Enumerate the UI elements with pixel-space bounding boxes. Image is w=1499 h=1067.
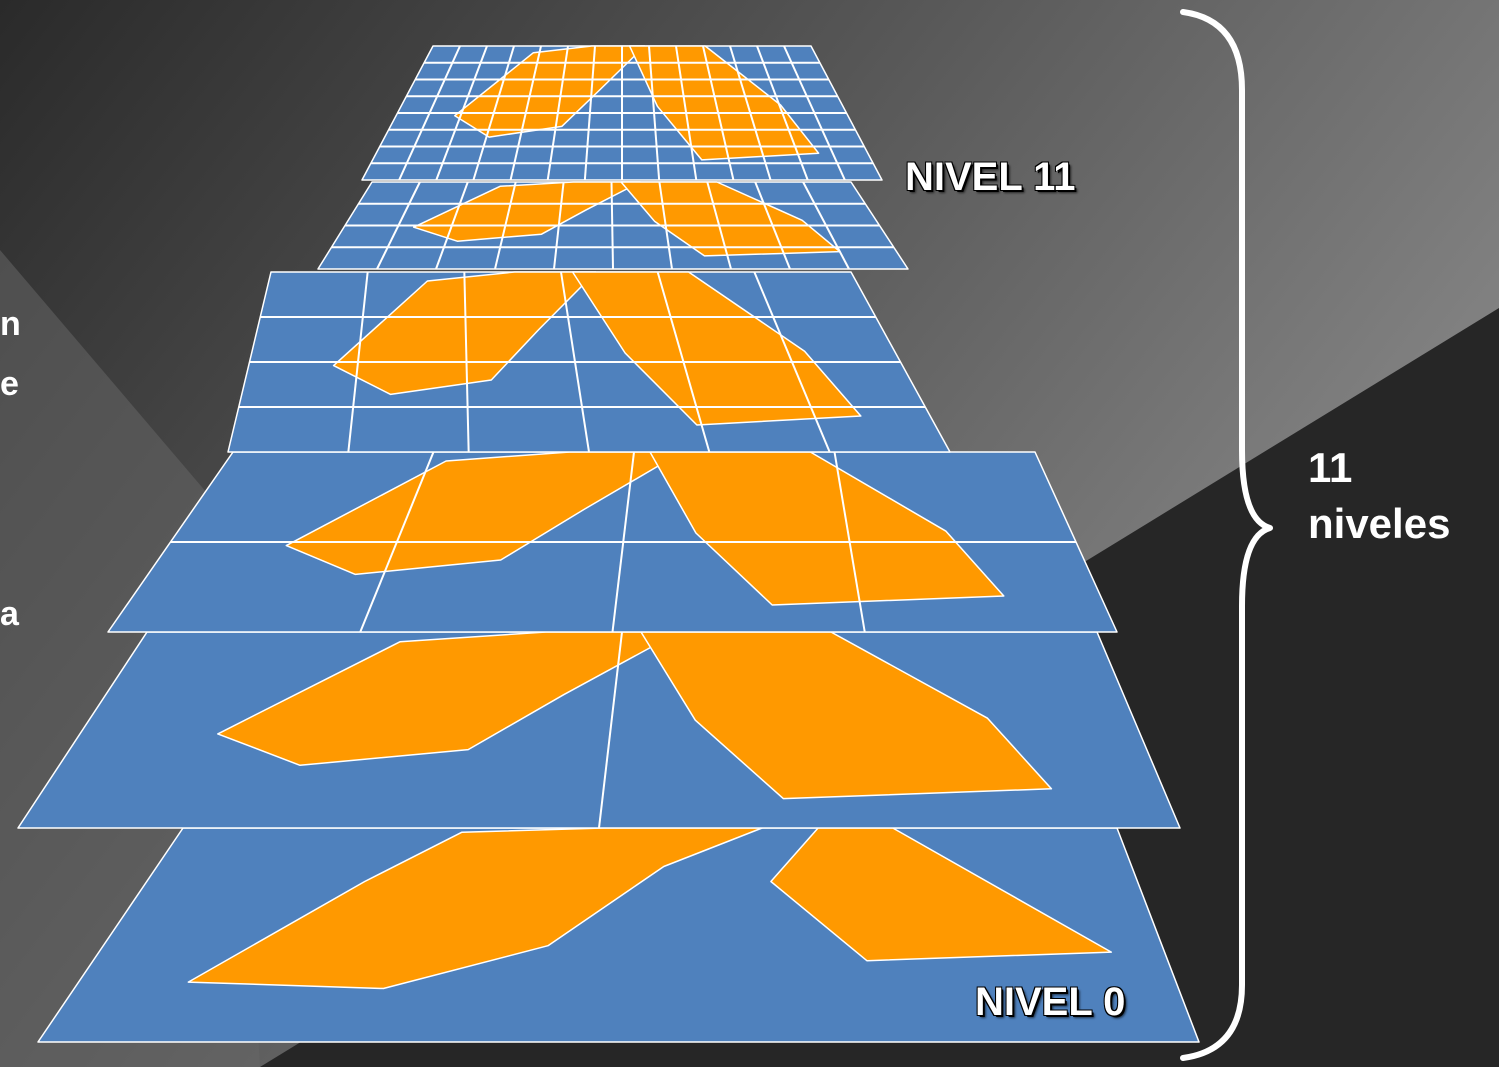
level-top-label: NIVEL 11: [905, 155, 1076, 199]
curly-brace: [1180, 9, 1273, 1061]
pyramid-layer-level-11: [361, 45, 883, 181]
level-count-word: niveles: [1308, 500, 1451, 547]
map-region-2: [628, 45, 820, 161]
tile-grid-line: [598, 631, 623, 829]
map-region-1: [332, 271, 597, 396]
pyramid-layer-level-3: [227, 271, 951, 453]
pyramid-layer-level-4: [317, 181, 909, 270]
left-text-fragment-a: a: [0, 595, 19, 633]
pyramid-layer-level-2: [107, 451, 1118, 633]
pyramid-layer-level-0: [37, 827, 1200, 1043]
left-text-fragment-n: n: [0, 305, 21, 343]
left-text-fragment-e: e: [0, 365, 19, 403]
level-count-number: 11: [1308, 444, 1353, 491]
map-region-1: [454, 45, 646, 138]
map-region-2: [571, 271, 862, 426]
pyramid-layer-level-1: [17, 631, 1181, 829]
level-bottom-label: NIVEL 0: [975, 980, 1126, 1024]
